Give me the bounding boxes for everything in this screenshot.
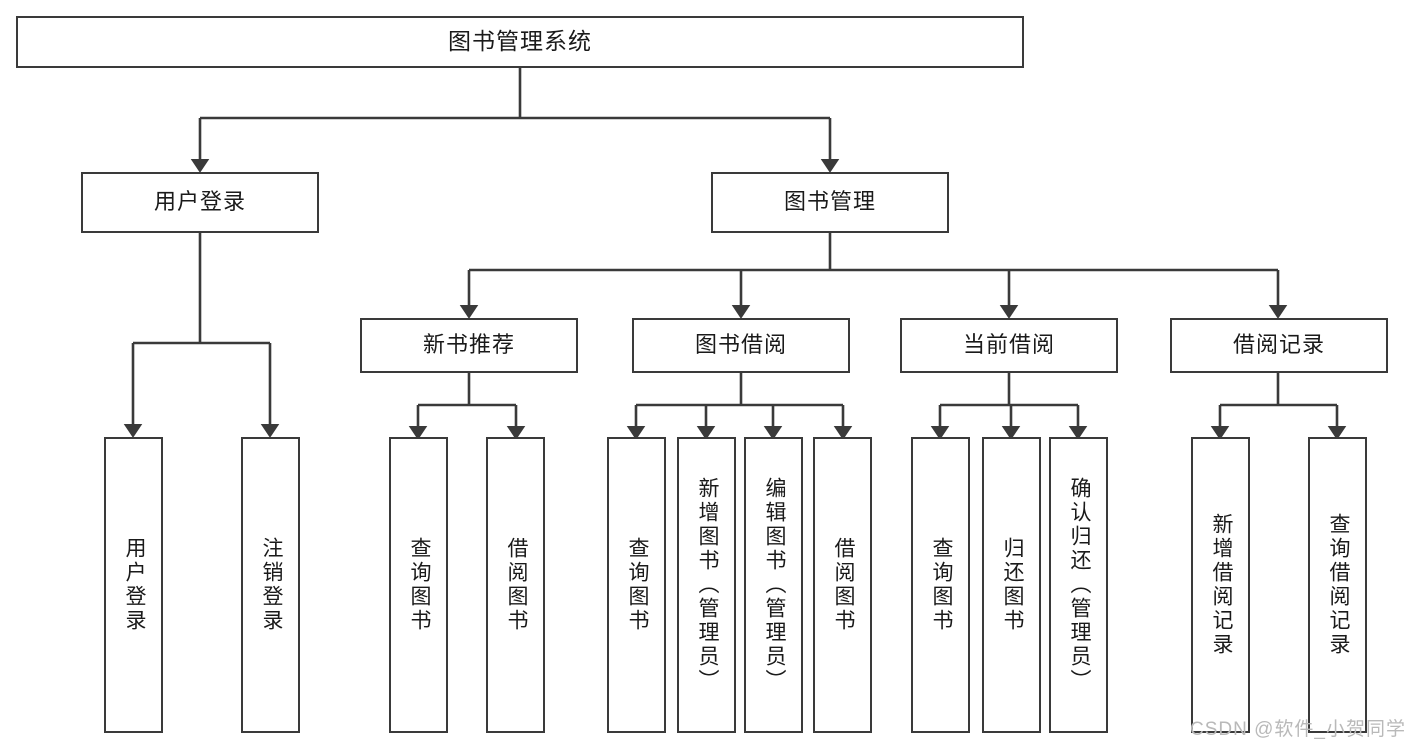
leaf-query-book-borrow[interactable]: 查询图书 — [607, 437, 666, 733]
node-new-book-recommend[interactable]: 新书推荐 — [360, 318, 578, 373]
leaf-query-book-current[interactable]: 查询图书 — [911, 437, 970, 733]
node-borrow-records[interactable]: 借阅记录 — [1170, 318, 1388, 373]
node-root-system[interactable]: 图书管理系统 — [16, 16, 1024, 68]
leaf-label: 注销登录 — [259, 537, 283, 633]
leaf-label: 编辑图书（管理员） — [762, 477, 786, 693]
leaf-label: 借阅图书 — [831, 537, 855, 633]
leaf-query-borrow-record[interactable]: 查询借阅记录 — [1308, 437, 1367, 733]
leaf-borrow-book[interactable]: 借阅图书 — [813, 437, 872, 733]
leaf-label: 借阅图书 — [504, 537, 528, 633]
node-user-login[interactable]: 用户登录 — [81, 172, 319, 233]
leaf-logout[interactable]: 注销登录 — [241, 437, 300, 733]
leaf-label: 新增图书（管理员） — [695, 477, 719, 693]
leaf-label: 用户登录 — [122, 537, 146, 633]
leaf-label: 归还图书 — [1000, 537, 1024, 633]
leaf-add-borrow-record[interactable]: 新增借阅记录 — [1191, 437, 1250, 733]
node-book-borrow[interactable]: 图书借阅 — [632, 318, 850, 373]
leaf-user-login[interactable]: 用户登录 — [104, 437, 163, 733]
leaf-label: 确认归还（管理员） — [1067, 477, 1091, 693]
leaf-confirm-return-admin[interactable]: 确认归还（管理员） — [1049, 437, 1108, 733]
leaf-label: 查询图书 — [407, 537, 431, 633]
leaf-label: 新增借阅记录 — [1209, 513, 1233, 657]
leaf-edit-book-admin[interactable]: 编辑图书（管理员） — [744, 437, 803, 733]
leaf-label: 查询图书 — [929, 537, 953, 633]
node-current-borrow[interactable]: 当前借阅 — [900, 318, 1118, 373]
leaf-label: 查询借阅记录 — [1326, 513, 1350, 657]
node-book-management[interactable]: 图书管理 — [711, 172, 949, 233]
leaf-borrow-book-recommend[interactable]: 借阅图书 — [486, 437, 545, 733]
leaf-label: 查询图书 — [625, 537, 649, 633]
leaf-add-book-admin[interactable]: 新增图书（管理员） — [677, 437, 736, 733]
leaf-return-book[interactable]: 归还图书 — [982, 437, 1041, 733]
csdn-watermark: CSDN @软件_小贺同学 — [1190, 719, 1405, 740]
leaf-query-book-recommend[interactable]: 查询图书 — [389, 437, 448, 733]
